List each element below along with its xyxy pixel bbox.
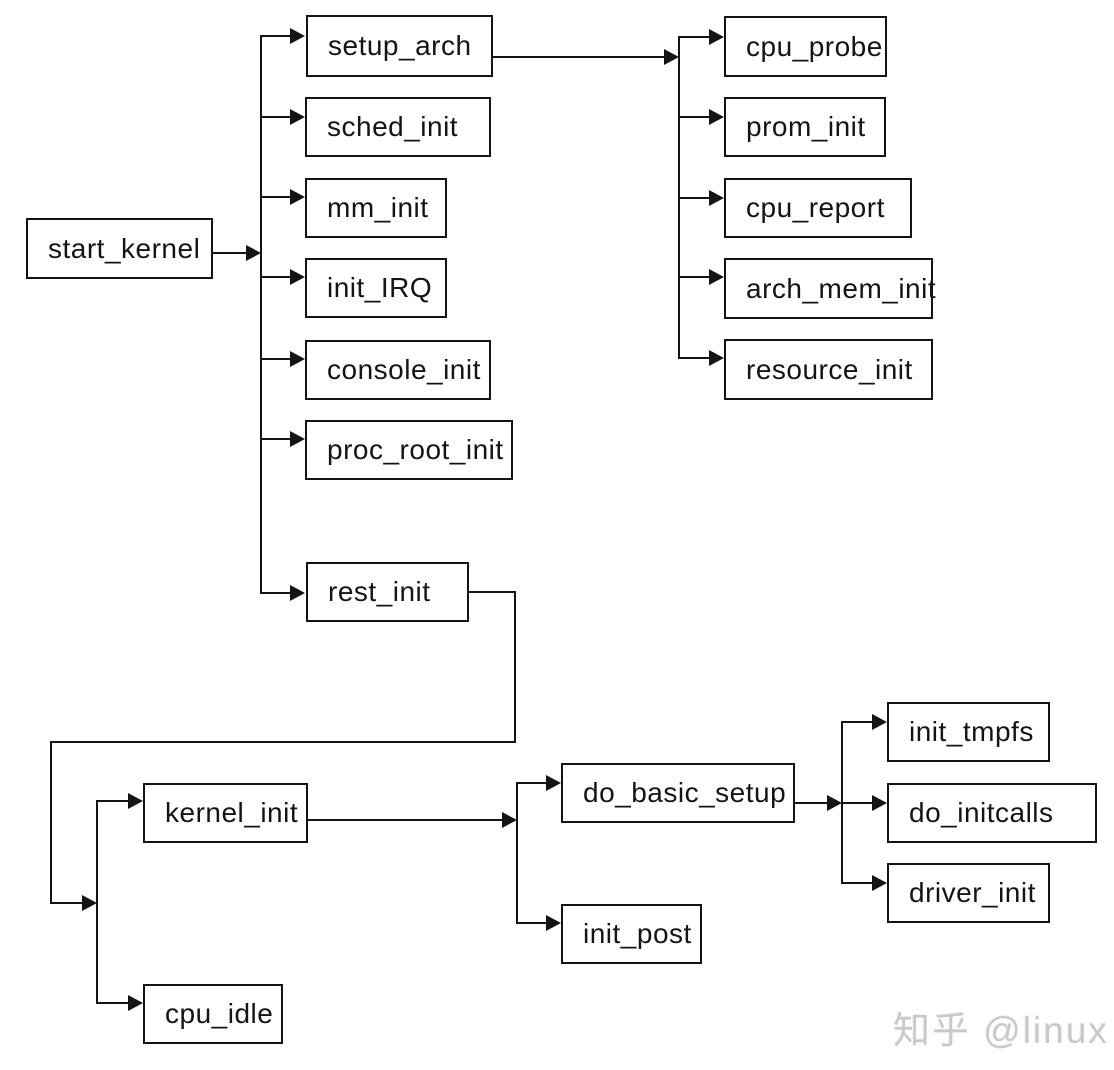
node-init-irq: init_IRQ (305, 258, 447, 318)
connector-segment (514, 591, 516, 743)
connector-segment (678, 197, 710, 199)
arrowhead-icon (709, 190, 724, 206)
connector-segment (795, 802, 828, 804)
arrowhead-icon (709, 269, 724, 285)
connector-segment (308, 819, 503, 821)
node-setup-arch: setup_arch (306, 15, 493, 77)
arrowhead-icon (290, 351, 305, 367)
connector-segment (50, 902, 83, 904)
node-sched-init: sched_init (305, 97, 491, 157)
arrowhead-icon (290, 431, 305, 447)
node-cpu-idle: cpu_idle (143, 984, 283, 1044)
connector-segment (841, 882, 873, 884)
node-prom-init: prom_init (724, 97, 886, 157)
connector-segment (50, 741, 516, 743)
node-console-init: console_init (305, 340, 491, 400)
connector-segment (678, 116, 710, 118)
arrowhead-icon (546, 915, 561, 931)
node-driver-init: driver_init (887, 863, 1050, 923)
connector-segment (516, 922, 548, 924)
arrowhead-icon (128, 793, 143, 809)
node-proc-root-init: proc_root_init (305, 420, 513, 480)
connector-segment (96, 800, 128, 802)
node-do-basic-setup: do_basic_setup (561, 763, 795, 823)
arrowhead-icon (128, 995, 143, 1011)
arrowhead-icon (290, 269, 305, 285)
connector-segment (260, 358, 292, 360)
connector-segment (260, 438, 292, 440)
connector-segment (678, 276, 710, 278)
connector-segment (493, 56, 665, 58)
arrowhead-icon (82, 895, 97, 911)
node-rest-init: rest_init (306, 562, 469, 622)
arrowhead-icon (290, 585, 305, 601)
connector-segment (678, 357, 710, 359)
node-arch-mem-init: arch_mem_init (724, 258, 936, 319)
node-resource-init: resource_init (724, 339, 933, 400)
arrowhead-icon (709, 350, 724, 366)
connector-segment (213, 252, 247, 254)
node-init-tmpfs: init_tmpfs (887, 702, 1050, 762)
arrowhead-icon (290, 109, 305, 125)
connector-segment (678, 36, 710, 38)
node-mm-init: mm_init (305, 178, 447, 238)
node-start-kernel: start_kernel (26, 218, 213, 279)
connector-segment (469, 591, 516, 593)
arrowhead-icon (546, 775, 561, 791)
arrowhead-icon (290, 28, 305, 44)
connector-segment (260, 35, 292, 37)
connector-segment (516, 782, 548, 784)
connector-segment (96, 1002, 128, 1004)
watermark-text: 知乎 @linux (893, 1010, 1109, 1051)
arrowhead-icon (709, 29, 724, 45)
node-cpu-report: cpu_report (724, 178, 912, 238)
node-init-post: init_post (561, 904, 702, 964)
arrowhead-icon (709, 109, 724, 125)
node-kernel-init: kernel_init (143, 783, 308, 843)
connector-segment (841, 721, 873, 723)
connector-segment (260, 196, 292, 198)
connector-segment (96, 800, 98, 1004)
node-cpu-probe: cpu_probe (724, 16, 887, 77)
connector-segment (260, 116, 292, 118)
arrowhead-icon (872, 875, 887, 891)
arrowhead-icon (246, 245, 261, 261)
connector-segment (50, 741, 52, 904)
connector-segment (260, 276, 292, 278)
arrowhead-icon (290, 189, 305, 205)
arrowhead-icon (664, 49, 679, 65)
arrowhead-icon (502, 812, 517, 828)
node-do-initcalls: do_initcalls (887, 783, 1097, 843)
arrowhead-icon (827, 795, 842, 811)
connector-segment (841, 802, 873, 804)
arrowhead-icon (872, 795, 887, 811)
connector-segment (516, 782, 518, 924)
connector-segment (260, 35, 262, 594)
connector-segment (260, 592, 292, 594)
arrowhead-icon (872, 714, 887, 730)
